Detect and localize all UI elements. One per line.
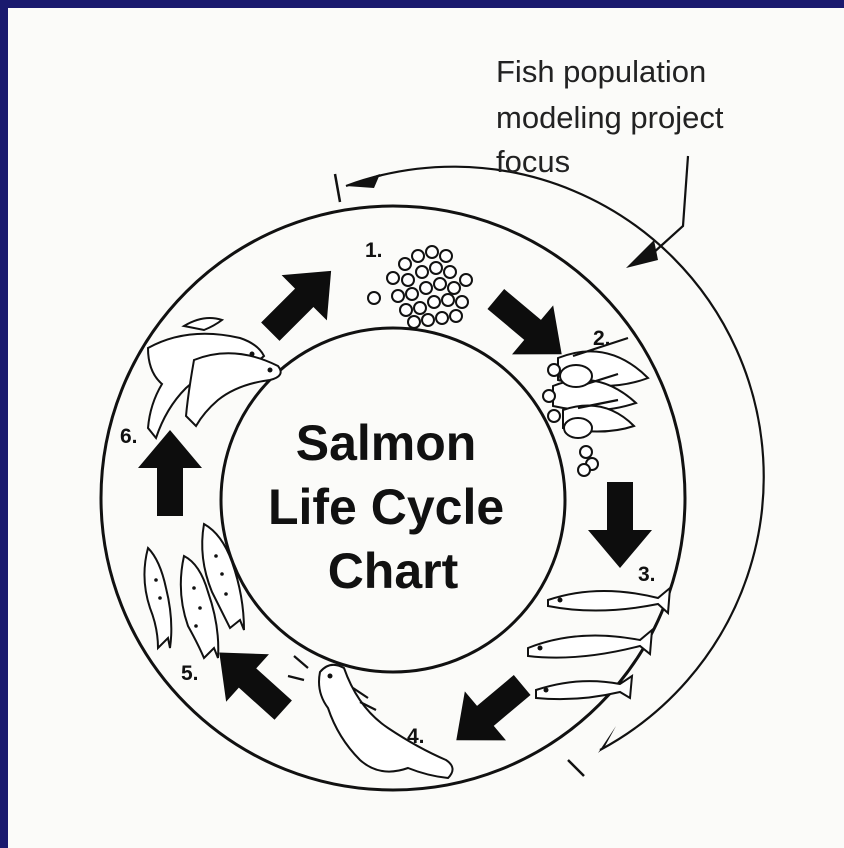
- focus-start-tick: [335, 174, 340, 202]
- focus-end-arrowhead: [598, 726, 616, 753]
- focus-line-2: modeling project: [496, 100, 724, 135]
- egg-cluster-icon: [368, 246, 472, 328]
- focus-line-3: focus: [496, 144, 570, 179]
- title-line-3: Chart: [328, 543, 459, 599]
- salmon-life-cycle-diagram: Fish population modeling project focus S…: [8, 8, 844, 848]
- arrow-to-stage-4: [436, 660, 543, 764]
- stage-5-label: 5.: [181, 662, 199, 685]
- title-line-1: Salmon: [296, 415, 477, 471]
- stage-1-label: 1.: [365, 239, 383, 262]
- stage-6-label: 6.: [120, 425, 138, 448]
- diagram-frame: Fish population modeling project focus S…: [8, 8, 844, 848]
- stage-3-label: 3.: [638, 563, 656, 586]
- title-line-2: Life Cycle: [268, 479, 504, 535]
- adult-salmon-icon: [144, 524, 244, 658]
- focus-line-1: Fish population: [496, 54, 706, 89]
- focus-pointer-line: [652, 156, 688, 254]
- seal-predator-icon: [288, 656, 453, 778]
- diagram-title: Salmon Life Cycle Chart: [268, 415, 518, 599]
- focus-annotation: Fish population modeling project focus: [496, 54, 732, 179]
- arrow-to-stage-3: [588, 482, 652, 568]
- juvenile-fish-icon: [528, 588, 670, 699]
- focus-pointer-arrowhead: [626, 240, 658, 268]
- spawning-salmon-icon: [148, 318, 281, 438]
- focus-start-arrowhead: [346, 174, 380, 188]
- focus-end-tick: [568, 760, 584, 776]
- arrow-to-stage-6: [138, 430, 202, 516]
